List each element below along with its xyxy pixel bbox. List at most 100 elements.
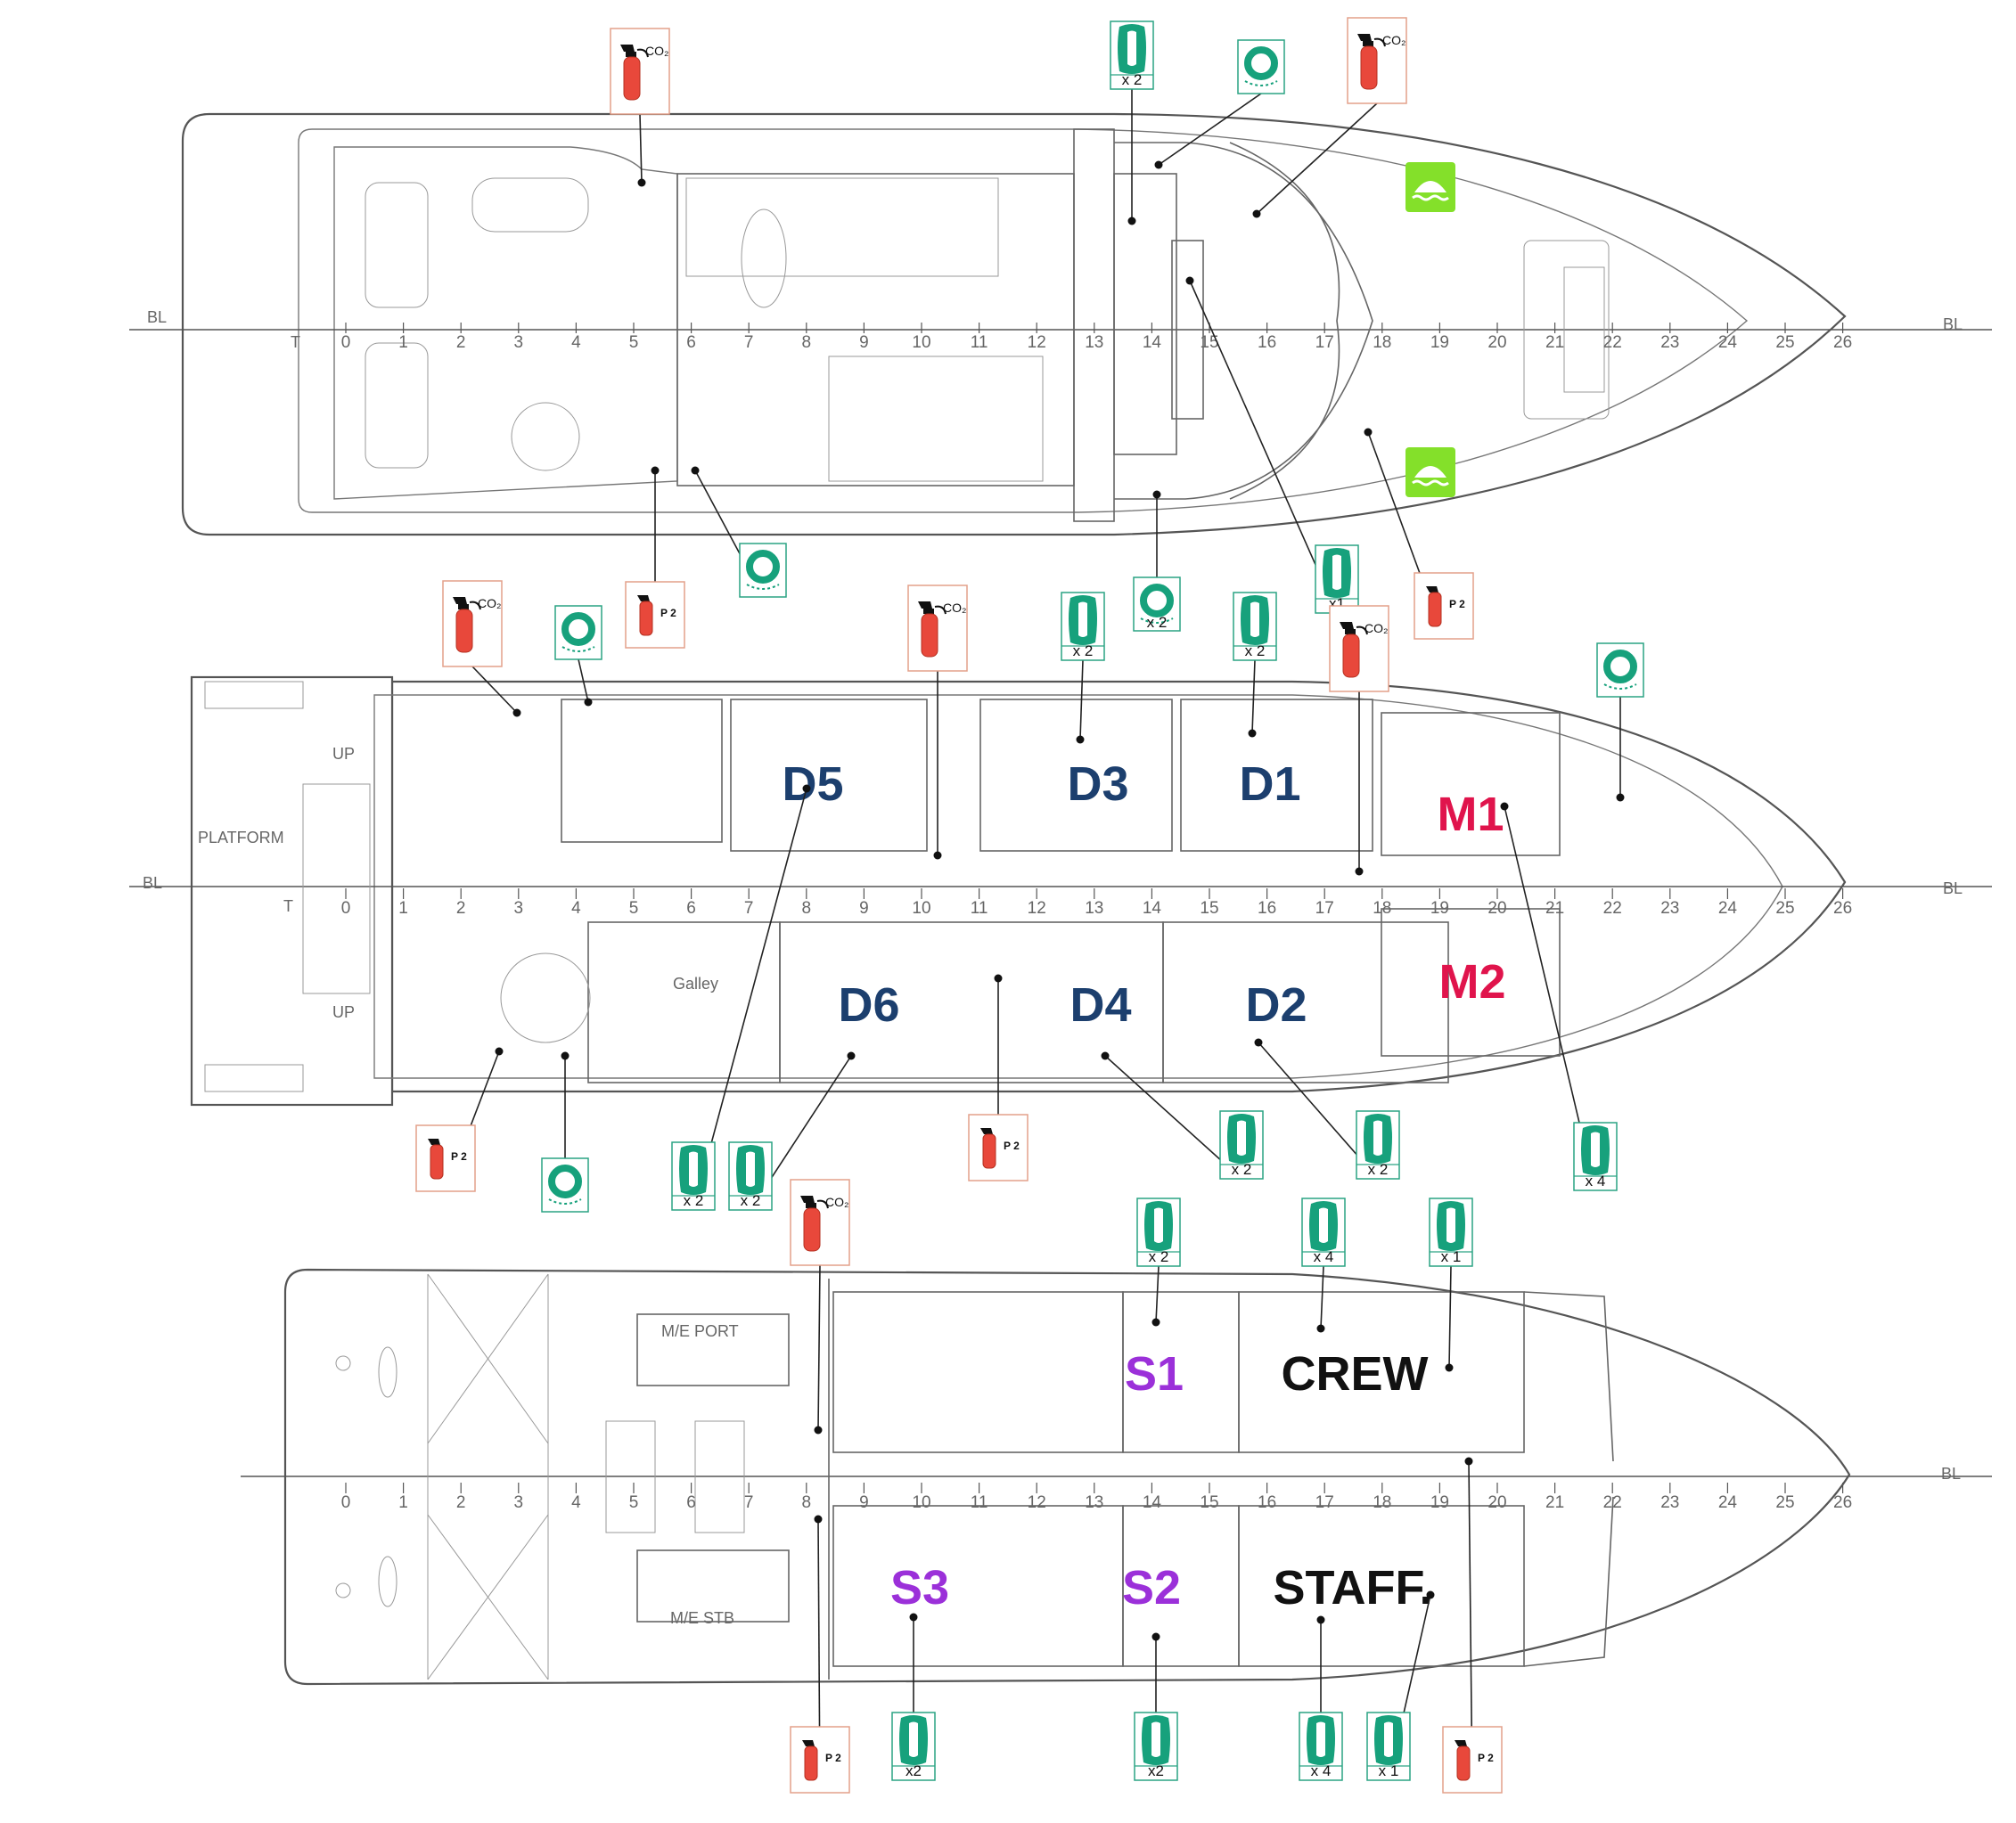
frame-number: 9	[859, 333, 869, 352]
frame-number: 7	[744, 899, 754, 918]
frame-number: 13	[1085, 899, 1103, 918]
location-dot	[814, 1515, 823, 1524]
location-dot	[637, 178, 646, 187]
leader-line	[1079, 659, 1084, 740]
frame-number: 26	[1833, 333, 1852, 352]
life-jacket-count: x 2	[1122, 71, 1143, 88]
life-buoy-icon	[740, 544, 786, 597]
frame-number: 1	[398, 333, 408, 352]
life-jacket-count: x 1	[1441, 1248, 1462, 1265]
leader-line	[1158, 93, 1262, 166]
co2-extinguisher-icon	[1329, 605, 1389, 692]
up-label: UP	[332, 1003, 355, 1021]
cabin-label-d4: D4	[1069, 978, 1131, 1032]
location-dot	[1152, 490, 1161, 499]
location-dot	[1355, 867, 1364, 876]
frame-number: 16	[1258, 1493, 1276, 1512]
bl-label: BL	[147, 308, 167, 326]
main-deck	[129, 675, 1992, 1107]
location-dot	[1252, 209, 1261, 218]
life-jacket-count: x 4	[1311, 1762, 1332, 1779]
frame-number: 11	[971, 899, 988, 918]
location-dot	[1154, 160, 1163, 169]
frame-number: 5	[629, 333, 639, 352]
leader-line	[1189, 280, 1338, 614]
frame-number: 2	[456, 1493, 466, 1512]
location-dot	[933, 851, 942, 860]
leader-line	[639, 113, 643, 184]
frame-number: 12	[1028, 1493, 1046, 1512]
location-dot	[495, 1047, 504, 1056]
cabin-label-crew: CREW	[1282, 1347, 1429, 1401]
t-label: T	[291, 333, 300, 351]
co2-extinguisher-icon	[610, 28, 670, 115]
life-jacket-count: x2	[906, 1762, 922, 1779]
co2-extinguisher-icon	[442, 580, 503, 667]
co2-extinguisher-icon	[1347, 17, 1407, 104]
frame-number: 17	[1315, 333, 1334, 352]
leader-line	[578, 658, 589, 703]
frame-number: 25	[1775, 333, 1794, 352]
life-jacket-count: x 2	[1368, 1161, 1389, 1178]
cabin-label-d3: D3	[1067, 757, 1128, 811]
frame-number: 13	[1085, 1493, 1103, 1512]
p2-label: P 2	[660, 607, 676, 619]
upper-deck	[129, 112, 1992, 536]
cabin-label-m1: M1	[1437, 788, 1504, 841]
cabin-label-d1: D1	[1239, 757, 1300, 811]
location-dot	[651, 466, 660, 475]
life-raft-icon	[1404, 446, 1457, 499]
frame-number: 19	[1430, 899, 1449, 918]
frame-number: 10	[912, 333, 930, 352]
location-dot	[1500, 802, 1509, 811]
frame-number: 3	[514, 1493, 524, 1512]
leader-line	[1251, 659, 1256, 734]
frame-number: 15	[1200, 333, 1218, 352]
location-dot	[1151, 1632, 1160, 1641]
location-dot	[1248, 729, 1257, 738]
bl-label: BL	[1943, 315, 1963, 333]
frame-number: 20	[1487, 333, 1506, 352]
life-buoy-count: x 2	[1147, 614, 1168, 631]
frame-number: 16	[1258, 899, 1276, 918]
leader-line	[1155, 1265, 1160, 1323]
co2-extinguisher-icon	[790, 1179, 850, 1266]
leader-line	[692, 788, 807, 1211]
location-dot	[1426, 1590, 1435, 1599]
frame-number: 3	[514, 333, 524, 352]
frame-number: 22	[1603, 1493, 1622, 1512]
frame-number: 26	[1833, 1493, 1852, 1512]
frame-number: 9	[859, 899, 869, 918]
frame-number: 2	[456, 899, 466, 918]
frame-number: 18	[1373, 899, 1391, 918]
leader-line	[1104, 1055, 1242, 1180]
frame-number: 15	[1200, 899, 1218, 918]
bl-label: BL	[1943, 879, 1963, 897]
frame-number: 4	[571, 899, 581, 918]
frame-number: 16	[1258, 333, 1276, 352]
p2-label: P 2	[451, 1150, 467, 1163]
life-jacket-count: x 1	[1379, 1762, 1399, 1779]
life-jacket-count: x 2	[1073, 642, 1094, 659]
cabin-label-d5: D5	[782, 757, 843, 811]
frame-number: 6	[686, 1493, 696, 1512]
life-buoy-icon	[555, 606, 602, 659]
t-label: T	[283, 897, 293, 915]
life-jacket-count: x 2	[1245, 642, 1266, 659]
frame-number: 21	[1545, 899, 1564, 918]
frame-number: 5	[629, 899, 639, 918]
frame-number: 20	[1487, 899, 1506, 918]
frame-number: 6	[686, 333, 696, 352]
cabin-label-m2: M2	[1438, 955, 1505, 1009]
location-dot	[561, 1051, 570, 1060]
frame-number: 4	[571, 1493, 581, 1512]
bl-label: BL	[143, 874, 162, 892]
location-dot	[1101, 1051, 1110, 1060]
cabin-label-d2: D2	[1245, 978, 1307, 1032]
co2-extinguisher-icon	[907, 585, 968, 672]
frame-number: 8	[802, 899, 812, 918]
p2-label: P 2	[1004, 1140, 1020, 1152]
